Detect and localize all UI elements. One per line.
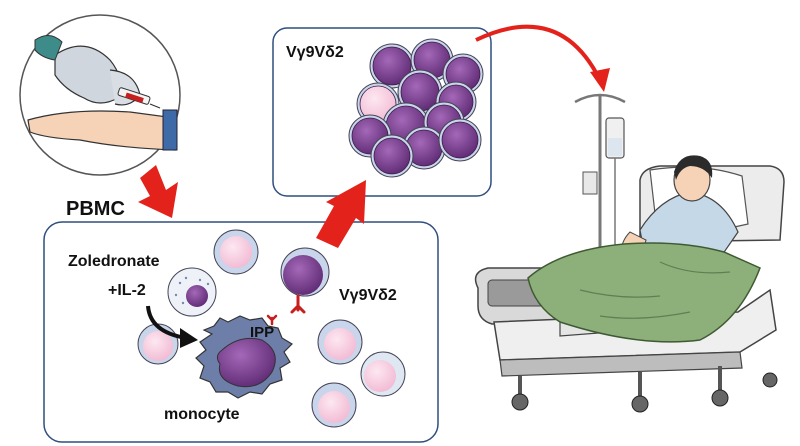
pbmc-cell (213, 229, 259, 275)
expanded-vg9vd2-cell (438, 118, 482, 162)
zoledronate-label: Zoledronate (68, 253, 160, 270)
monocyte-cell (195, 314, 293, 399)
il2-label: +IL-2 (108, 282, 146, 299)
pbmc-culture-box (43, 221, 439, 443)
blood-draw-icon (19, 14, 181, 176)
expanded-vg9vd2-cell (370, 134, 414, 178)
pbmc-label: PBMC (66, 198, 125, 220)
vg9vd2-cell (280, 247, 330, 314)
pbmc-cell (311, 382, 357, 428)
vg9vd2-label-cell: Vγ9Vδ2 (339, 287, 397, 304)
ipp-label: IPP (250, 324, 275, 341)
pbmc-cell (360, 351, 406, 397)
patient-icon (527, 155, 761, 343)
iv-drip-icon (574, 93, 626, 262)
expanded-cells-box (272, 27, 492, 197)
treatment-arrow (146, 305, 198, 348)
arrow-to-infusion (475, 24, 610, 92)
pbmc-cell (317, 319, 363, 365)
expanded-vg9vd2-cell (402, 126, 446, 170)
monocyte-label: monocyte (164, 406, 240, 423)
vg9vd2-label-top: Vγ9Vδ2 (286, 44, 344, 61)
precursor-cell (167, 267, 217, 317)
pbmc-cell (137, 323, 179, 365)
arrow-to-expansion (316, 180, 366, 248)
arrow-to-pbmc (138, 165, 178, 218)
